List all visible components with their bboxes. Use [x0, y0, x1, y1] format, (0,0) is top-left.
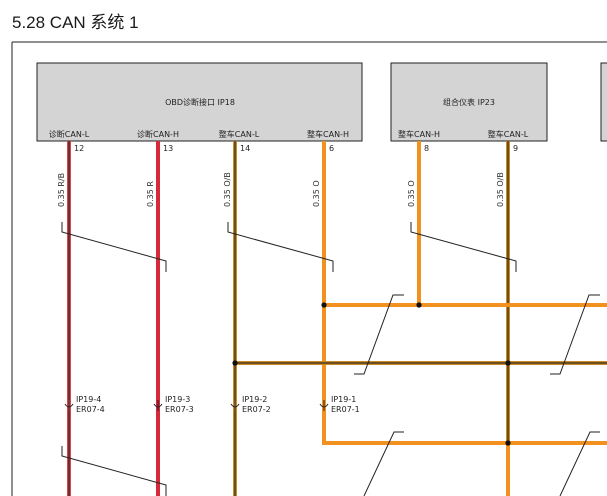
pin-number-14: 14: [240, 144, 250, 153]
pin-number-6: 6: [329, 144, 334, 153]
connector-label-ip19-1: IP19-1: [331, 395, 356, 404]
pin-number-8: 8: [424, 144, 429, 153]
next-module-box: [600, 62, 607, 142]
pin-number-9: 9: [513, 144, 518, 153]
diagram-frame: [11, 41, 607, 496]
connector-label-er07-1: ER07-1: [331, 405, 360, 414]
obd-module-name: OBD诊断接口 IP18: [165, 97, 235, 107]
obd-module-box[interactable]: [36, 62, 363, 142]
cluster-module-name: 组合仪表 IP23: [443, 97, 495, 107]
connector-label-er07-4: ER07-4: [76, 405, 105, 414]
splice-dot: [416, 302, 422, 308]
splice-dot: [232, 360, 238, 366]
wire-label-8: 0.35 O: [407, 180, 416, 207]
pin-label-diag-can-h: 诊断CAN-H: [137, 129, 179, 139]
splice-dot: [505, 440, 511, 446]
twisted-pair-markers: [61, 222, 600, 496]
splice-dot: [321, 302, 327, 308]
connector-label-ip19-2: IP19-2: [242, 395, 267, 404]
pin-number-12: 12: [74, 144, 84, 153]
pin-label-cluster-can-l: 整车CAN-L: [488, 129, 529, 139]
connector-label-er07-2: ER07-2: [242, 405, 271, 414]
wire-label-6: 0.35 O: [312, 180, 321, 207]
wire-label-14: 0.35 O/B: [223, 172, 232, 207]
wire-vehicle-can-h[interactable]: [322, 141, 607, 445]
inline-connector-symbols: [64, 400, 329, 411]
wire-label-12: 0.35 R/B: [57, 173, 66, 207]
cluster-module-box[interactable]: [390, 62, 548, 142]
wire-label-13: 0.35 R: [146, 181, 155, 207]
connector-label-er07-3: ER07-3: [165, 405, 194, 414]
page-title: 5.28 CAN 系统 1: [12, 13, 139, 32]
pin-label-vehicle-can-l: 整车CAN-L: [219, 129, 260, 139]
connector-label-ip19-3: IP19-3: [165, 395, 190, 404]
connector-label-ip19-4: IP19-4: [76, 395, 101, 404]
pin-number-13: 13: [163, 144, 173, 153]
splice-dot: [505, 360, 511, 366]
pin-label-diag-can-l: 诊断CAN-L: [49, 129, 90, 139]
pin-label-vehicle-can-h: 整车CAN-H: [307, 129, 349, 139]
wire-label-9: 0.35 O/B: [496, 172, 505, 207]
pin-label-cluster-can-h: 整车CAN-H: [398, 129, 440, 139]
